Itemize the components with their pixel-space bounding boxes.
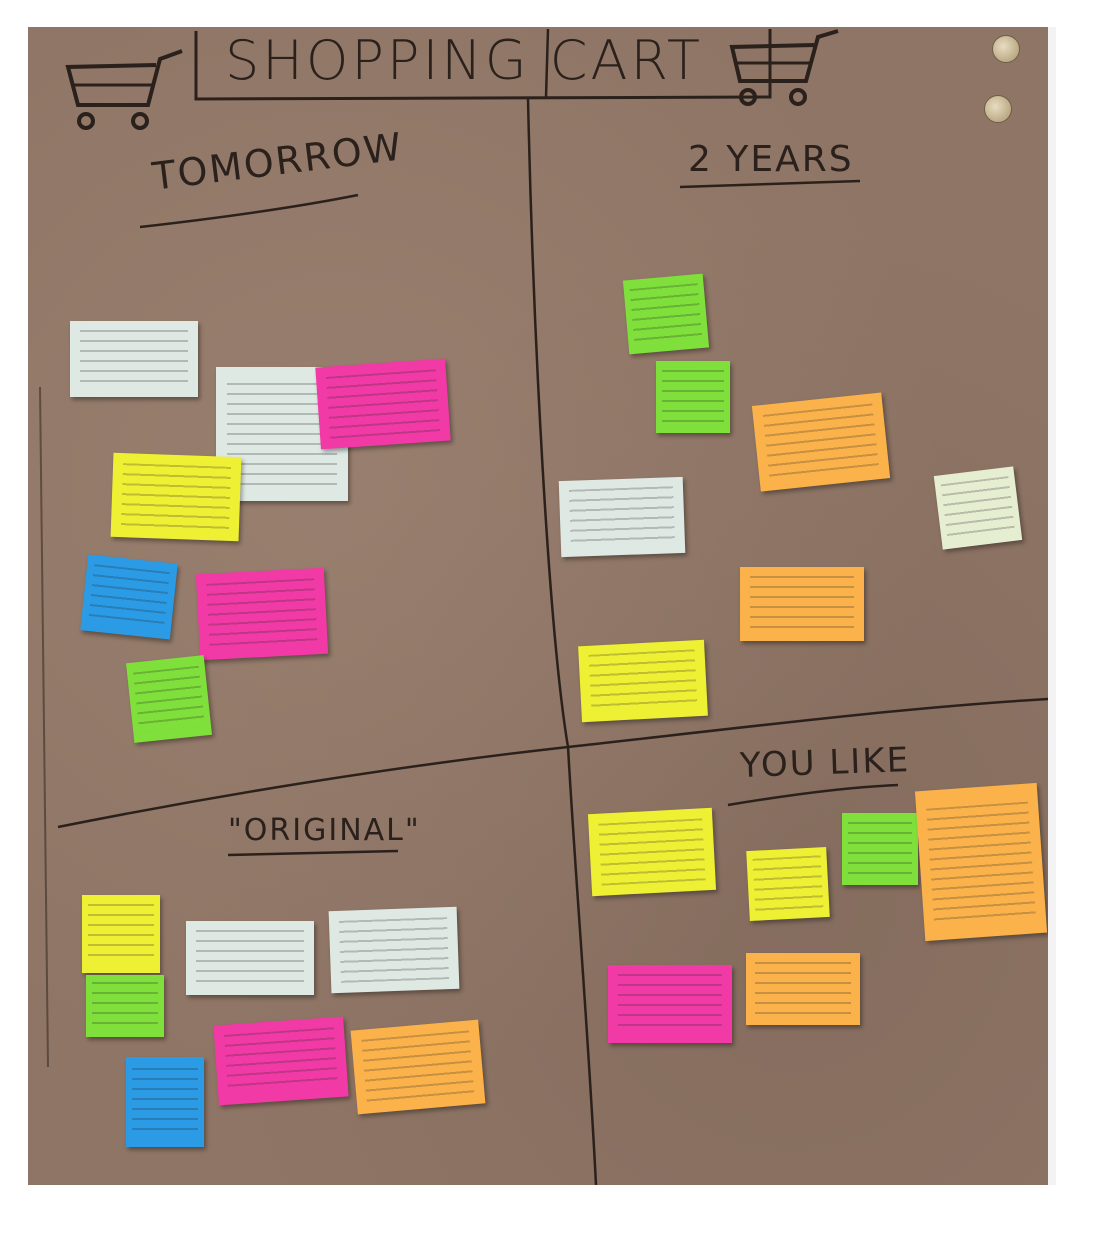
- sticky-note: [608, 965, 732, 1043]
- sticky-note: [350, 1019, 486, 1115]
- sticky-note: [746, 846, 830, 922]
- sticky-note: [80, 554, 178, 640]
- sticky-note: [578, 639, 708, 723]
- sticky-note: [751, 392, 891, 492]
- sticky-note: [82, 895, 160, 973]
- board-drawn-lines: [39, 28, 1048, 1185]
- sticky-note: [126, 1057, 204, 1147]
- sticky-note: [186, 921, 314, 995]
- sticky-note: [656, 361, 730, 433]
- sticky-note: [328, 906, 460, 994]
- sticky-note: [315, 358, 451, 450]
- sticky-note: [740, 567, 864, 641]
- sticky-note: [195, 567, 329, 661]
- sticky-note: [86, 975, 164, 1037]
- sticky-note: [842, 813, 918, 885]
- sticky-note: [587, 807, 717, 897]
- quadrant-label-2-years: 2 YEARS: [688, 139, 854, 180]
- shopping-cart-icon: [65, 49, 183, 130]
- kraft-paper-board: SHOPPING CART TOMORROW 2 YEARS "ORIGINAL…: [28, 27, 1048, 1185]
- sticky-note: [558, 476, 686, 558]
- board-title: SHOPPING CART: [224, 28, 704, 92]
- sticky-note: [914, 782, 1048, 942]
- sticky-note: [622, 273, 710, 355]
- sticky-note: [70, 321, 198, 397]
- photo-edge: [1048, 27, 1056, 1185]
- quadrant-label-you-like: YOU LIKE: [739, 740, 911, 786]
- pushpin-icon: [984, 95, 1012, 123]
- quadrant-label-original: "ORIGINAL": [228, 813, 421, 848]
- sticky-note: [933, 466, 1023, 550]
- sticky-note: [126, 655, 212, 743]
- shopping-cart-icon: [729, 29, 839, 106]
- pushpin-icon: [992, 35, 1020, 63]
- sticky-note: [110, 452, 242, 542]
- sticky-note: [746, 953, 860, 1025]
- sticky-note: [213, 1016, 349, 1106]
